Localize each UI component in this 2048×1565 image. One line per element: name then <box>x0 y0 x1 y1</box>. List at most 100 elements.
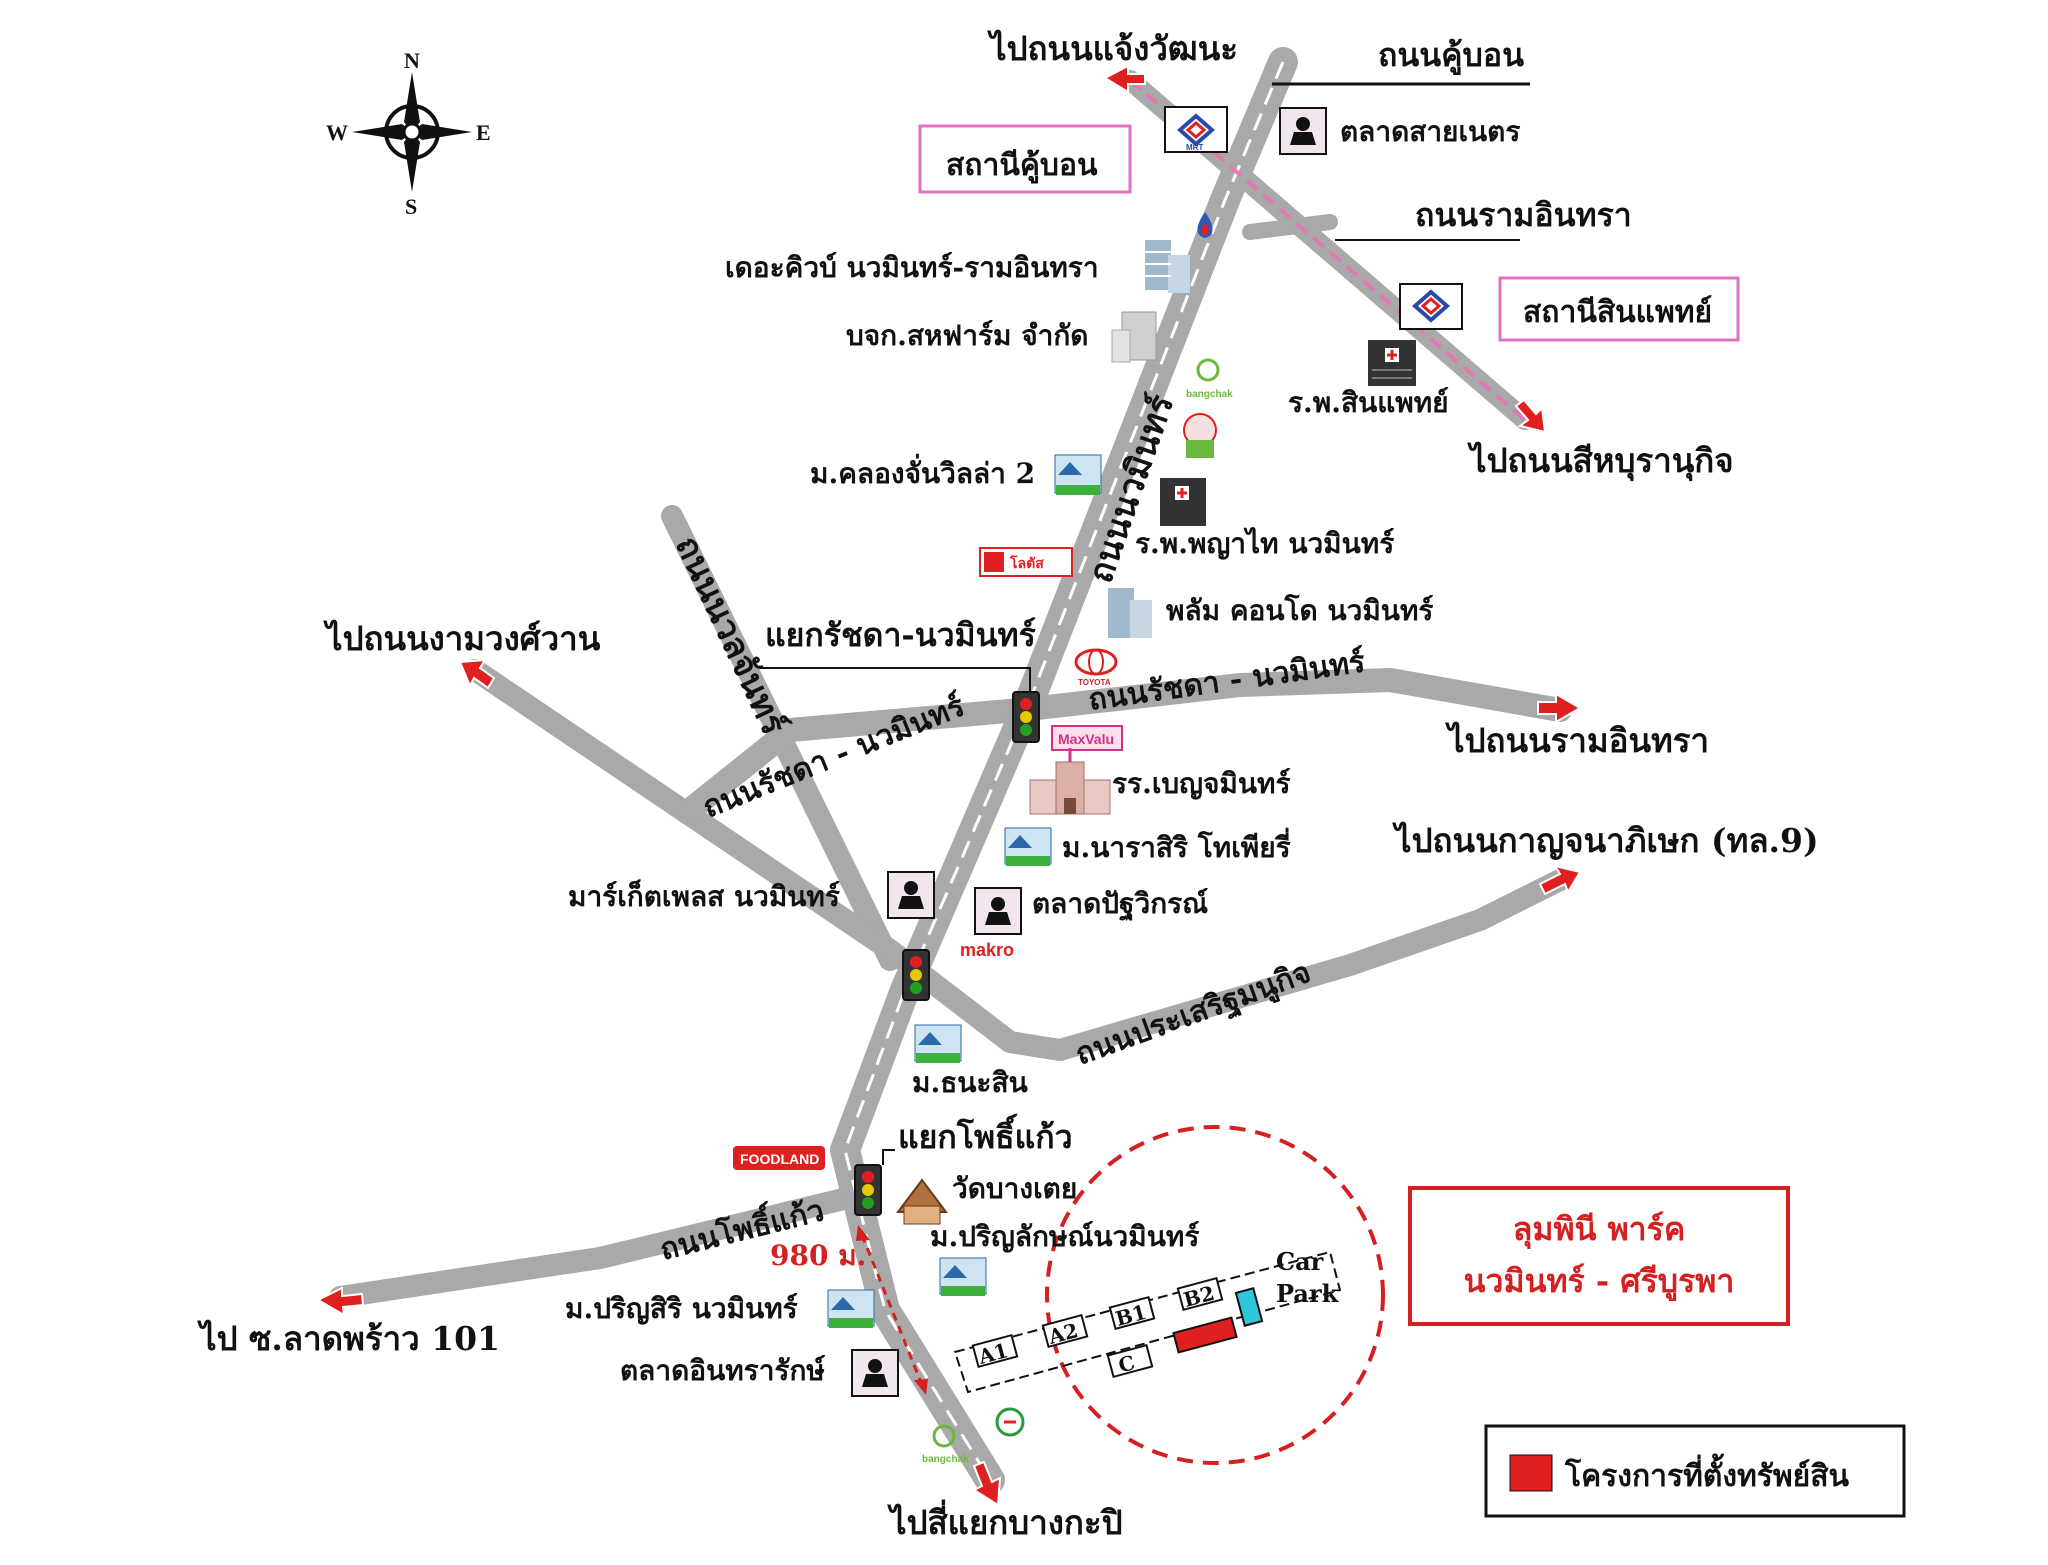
toyota-label: TOYOTA <box>1078 678 1111 687</box>
place-phyathai-hospital: ร.พ.พญาไท นวมินทร์ <box>1135 527 1394 560</box>
plan-block-c <box>1106 1343 1154 1379</box>
distance-arrow-top <box>856 1225 870 1241</box>
place-thanasin: ม.ธนะสิน <box>912 1066 1028 1099</box>
dest-lat-phrao: ไป ซ.ลาดพร้าว 101 <box>197 1319 500 1358</box>
legend-box <box>1484 1424 1906 1518</box>
site-plan: A1 A2 B1 B2 C Car Park <box>953 1247 1342 1394</box>
road-label-ram-intra: ถนนรามอินทรา <box>1415 196 1632 234</box>
makro-logo: makro <box>960 940 1014 960</box>
place-market-place: มาร์เก็ตเพลส นวมินทร์ <box>568 879 840 913</box>
station-khu-bon-box <box>918 124 1132 194</box>
compass-east-label: E <box>476 120 491 145</box>
intersection-ratchada-nawamin: แยกรัชดา-นวมินทร์ <box>765 616 1036 654</box>
building-icon-plum-condo <box>1108 588 1152 638</box>
pt-station-icon <box>1183 413 1217 458</box>
ratchada-nawamin-road <box>678 668 1572 822</box>
place-narasiri: ม.นาราสิริ โทเพียรี่ <box>1062 827 1291 864</box>
lotus-logo: โลตัส <box>979 547 1073 577</box>
dest-bang-kapi: ไปสี่แยกบางกะปิ <box>887 1499 1123 1542</box>
road-label-ratchada-right: ถนนรัชดา - นวมินทร์ <box>1086 644 1367 717</box>
station-sinphaet-box <box>1498 276 1740 342</box>
carpark-block <box>1234 1287 1264 1327</box>
place-saha-farm: บจก.สหฟาร์ม จำกัด <box>846 319 1088 352</box>
building-icon-saha-farm <box>1111 311 1157 363</box>
plan-label-park: Park <box>1276 1279 1340 1308</box>
road-label-prasert-manukit: ถนนประเสริฐมนูกิจ <box>1071 955 1316 1074</box>
hospital-icon-sinphaet <box>1368 340 1416 386</box>
plan-label-car: Car <box>1276 1247 1324 1276</box>
bangchak-logo-bottom: bangchak <box>922 1424 969 1465</box>
arrow-lat-phrao <box>315 1286 365 1317</box>
hospital-icon-phyathai <box>1160 478 1206 526</box>
mrt-logo-text: MRT <box>1186 143 1203 152</box>
arrow-sukhaphiban <box>1514 398 1547 434</box>
legend-swatch <box>1509 1454 1553 1492</box>
bangchak-label-top: bangchak <box>1186 389 1233 400</box>
place-sai-net-market: ตลาดสายเนตร <box>1340 115 1520 148</box>
arrow-ngam-wong-wan <box>458 658 496 690</box>
nawamin-road-centerline <box>843 61 1285 1481</box>
toyota-logo: TOYOTA <box>1074 648 1118 687</box>
building-icon-the-cube <box>1145 240 1190 293</box>
ptt-icon <box>1197 212 1213 238</box>
project-title-box <box>1408 1186 1790 1326</box>
kasikorn-logo <box>995 1407 1025 1437</box>
arrow-chaeng-watthana <box>1102 64 1146 94</box>
makro-label: makro <box>960 940 1014 960</box>
maxvalu-logo: MaxValu <box>1051 725 1123 751</box>
prasert-manukit-road <box>1049 869 1571 1061</box>
legend-label: โครงการที่ตั้งทรัพย์สิน <box>1564 1453 1850 1494</box>
traffic-light-ratchada <box>1012 691 1040 743</box>
market-icon-patawikorn <box>974 887 1022 935</box>
plan-block-a1 <box>971 1333 1019 1369</box>
temple-icon-bang-toei <box>896 1178 948 1225</box>
lotus-label: โลตัส <box>1009 554 1044 571</box>
place-patawikorn-market: ตลาดปัฐวิกรณ์ <box>1032 887 1208 922</box>
school-icon-benjamin <box>1029 748 1111 815</box>
maxvalu-label: MaxValu <box>1058 731 1114 747</box>
project-block-red <box>1172 1316 1238 1354</box>
dest-sukhaphiban: ไปถนนสีหบุรานุกิจ <box>1467 441 1734 482</box>
village-icon-narasiri <box>1004 827 1052 866</box>
arrow-kanchanaphisek <box>1538 864 1582 896</box>
village-icon-thanasin <box>914 1024 962 1063</box>
traffic-light-pho-kaeo <box>854 1164 882 1216</box>
dest-ngam-wong-wan: ไปถนนงามวงศ์วาน <box>323 619 601 658</box>
dest-chaeng-watthana: ไปถนนแจ้งวัฒนะ <box>987 29 1238 68</box>
pho-kaeo-road <box>329 1184 871 1308</box>
arrow-ram-intra <box>1537 692 1582 724</box>
ram-intra-connector <box>1242 214 1338 240</box>
compass-west-label: W <box>326 120 348 145</box>
bangchak-logo-top: bangchak <box>1186 358 1233 400</box>
place-parinsiri: ม.ปริญสิริ นวมินทร์ <box>565 1292 798 1325</box>
distance-label: 980 ม. <box>770 1239 866 1272</box>
village-icon-parinsiri <box>827 1289 875 1328</box>
intersection-pho-kaeo: แยกโพธิ์แก้ว <box>898 1113 1073 1156</box>
direction-arrows <box>315 64 1582 1507</box>
village-icon-parinyasak <box>939 1257 987 1296</box>
traffic-light-prasert <box>902 949 930 1001</box>
project-radius-circle <box>1045 1125 1385 1465</box>
leader-ratchada-intersection <box>760 667 1031 692</box>
place-benjamin-school: รร.เบญจมินทร์ <box>1112 767 1291 800</box>
market-icon-sai-net <box>1279 107 1327 155</box>
road-label-khu-bon: ถนนคู้บอน <box>1378 36 1524 76</box>
station-khu-bon-label: สถานีคู้บอน <box>946 148 1098 184</box>
station-khu-bon: MRT <box>1164 106 1228 153</box>
plan-block-a2 <box>1041 1313 1089 1349</box>
place-wat-bang-toei: วัดบางเตย <box>952 1172 1077 1205</box>
leader-pho-kaeo-intersection <box>882 1149 895 1165</box>
distance-arrow-bottom <box>914 1379 928 1395</box>
project-name-line1: ลุมพินี พาร์ค <box>1513 1210 1685 1250</box>
place-parinyasak: ม.ปริญลักษณ์นวมินทร์ <box>930 1220 1199 1253</box>
arrow-bang-kapi <box>971 1460 1002 1507</box>
station-sinphaet <box>1399 283 1463 330</box>
place-intharak-market: ตลาดอินทรารักษ์ <box>620 1354 826 1387</box>
compass-rose: N S E W <box>326 48 491 219</box>
foodland-logo: FOODLAND <box>733 1146 825 1170</box>
dest-kanchanaphisek: ไปถนนกาญจนาภิเษก (ทล.9) <box>1392 821 1819 860</box>
bangchak-label-bottom: bangchak <box>922 1454 969 1465</box>
dest-ram-intra: ไปถนนรามอินทรา <box>1445 721 1709 760</box>
compass-south-label: S <box>405 194 417 219</box>
